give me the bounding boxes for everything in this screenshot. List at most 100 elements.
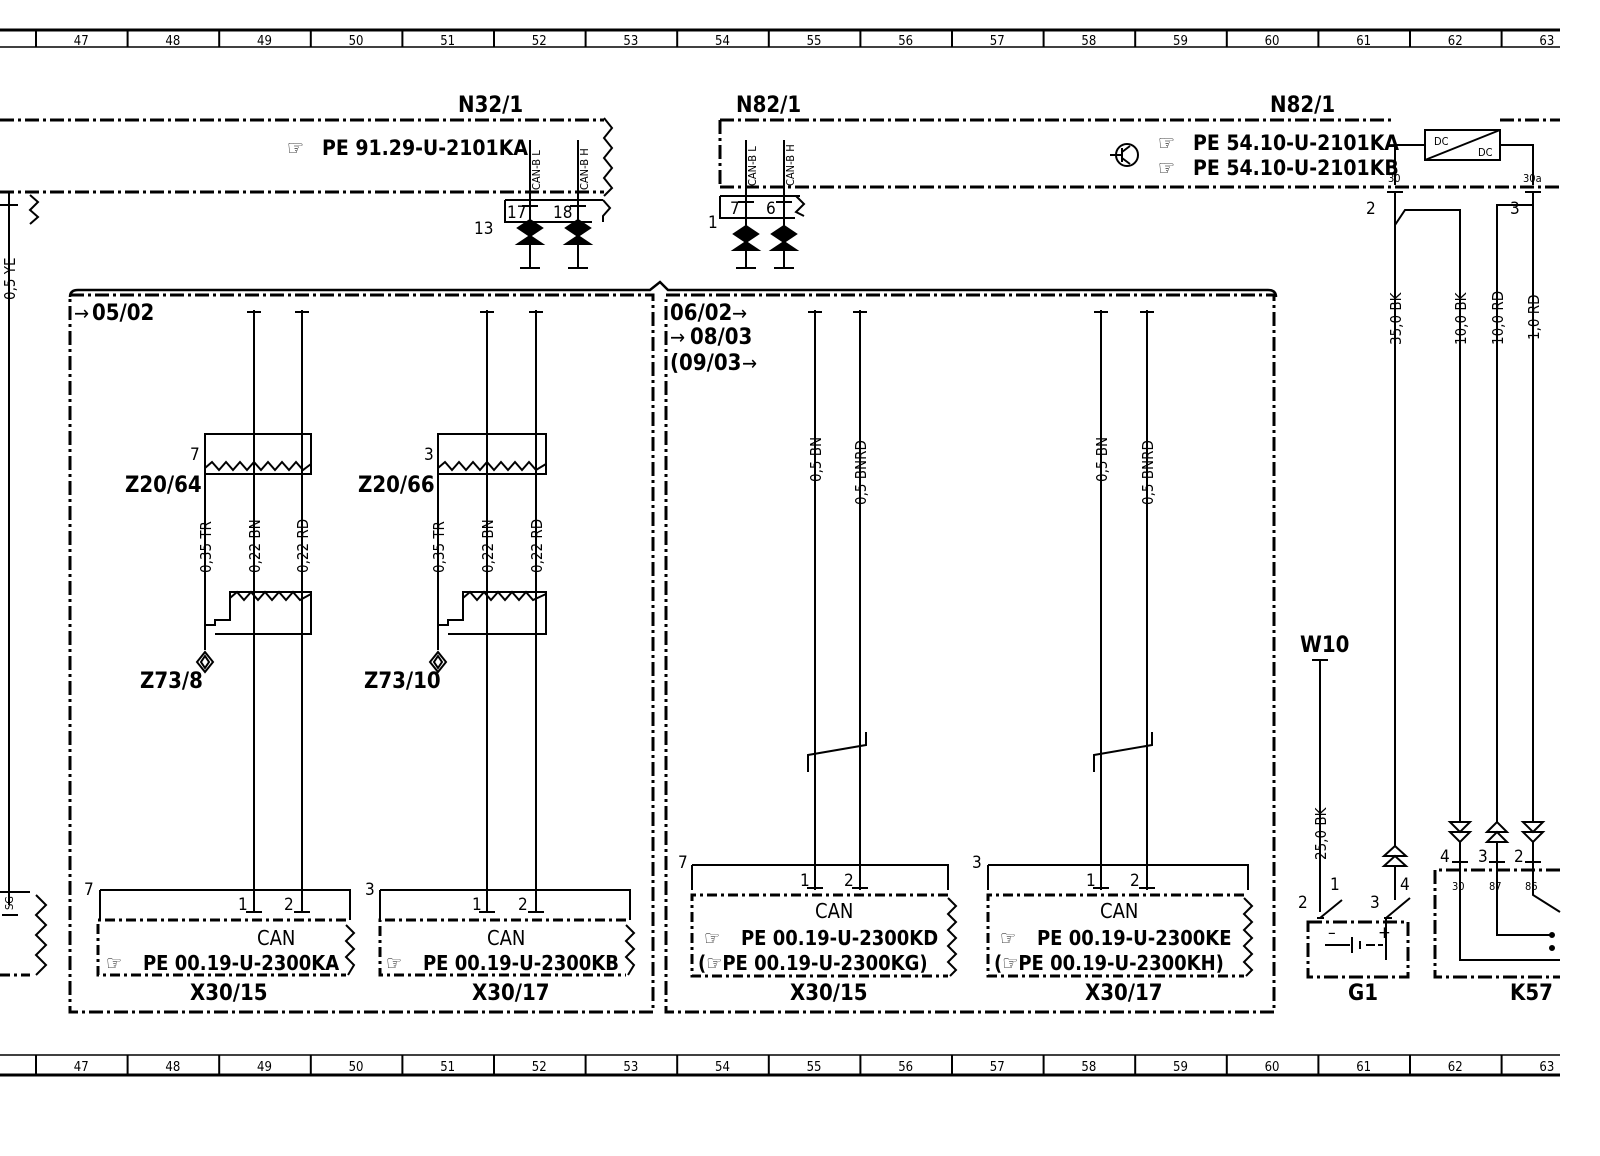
ref-n82-b: PE 54.10-U-2101KB	[1193, 156, 1399, 180]
n32-right-zigzag	[602, 117, 614, 197]
pin-18: 18	[553, 203, 572, 223]
grid-number: 63	[1539, 34, 1554, 49]
battery-plus: +	[1378, 923, 1391, 943]
grid-number: 51	[440, 1060, 455, 1075]
pin-2: 2	[1298, 893, 1308, 913]
grid-number: 48	[165, 1060, 180, 1075]
g1-battery	[1325, 918, 1387, 960]
grid-number: 60	[1265, 34, 1280, 49]
x30-15b-connector	[690, 893, 948, 978]
pin-3: 3	[365, 880, 375, 900]
pin-1: 1	[800, 871, 810, 891]
grid-number: 58	[1081, 34, 1096, 49]
grid-number: 56	[898, 1060, 913, 1075]
pin-7: 7	[190, 445, 200, 465]
label-n82-1-left: N82/1	[736, 93, 801, 118]
pin-30a: 30a	[1523, 172, 1542, 185]
ref-x30-15b-2: (☞PE 00.19-U-2300KG)	[698, 951, 928, 975]
x30-17b-connector	[986, 893, 1244, 978]
grid-number: 60	[1265, 1060, 1280, 1075]
x30-17a-connector	[378, 918, 626, 977]
pin-17: 17	[507, 203, 526, 223]
wire-label-bk35: 35,0 BK	[1387, 291, 1405, 345]
pin-2: 2	[518, 895, 528, 915]
grid-number: 50	[349, 1060, 364, 1075]
date-arrow: →	[742, 351, 757, 375]
wire-label-rd10: 10,0 RD	[1489, 291, 1507, 345]
label-n32-1: N32/1	[458, 93, 523, 118]
top-grid-strip	[0, 28, 1560, 48]
pin-1: 1	[1330, 875, 1340, 895]
wire-label-bn: 0,22 BN	[479, 519, 497, 573]
wire-label-bn05: 0,5 BN	[807, 437, 825, 482]
label-x30-15-left: X30/15	[190, 981, 268, 1006]
pin-7: 7	[678, 853, 688, 873]
label-z20-66: Z20/66	[358, 473, 435, 498]
can-label: CAN	[815, 899, 853, 923]
grid-number: 56	[898, 34, 913, 49]
pin-4: 4	[1400, 875, 1410, 895]
pin-6: 6	[766, 199, 776, 219]
grid-number: 62	[1448, 34, 1463, 49]
hand-pointer-icon: ☞	[106, 951, 122, 975]
grid-number: 51	[440, 34, 455, 49]
pin-7: 7	[730, 199, 740, 219]
date-right-3: (09/03	[670, 351, 741, 376]
grid-number: 58	[1081, 1060, 1096, 1075]
pin-7: 7	[84, 880, 94, 900]
z73-10-splice	[428, 650, 448, 674]
wire-label-tr: 0,35 TR	[430, 521, 448, 573]
hand-pointer-icon: ☞	[1158, 156, 1175, 180]
grid-number: 52	[532, 34, 547, 49]
date-arrow: →	[74, 301, 89, 325]
can-b-h-label: CAN-B H	[784, 144, 797, 186]
hand-pointer-icon: ☞	[704, 926, 720, 950]
grid-number: 59	[1173, 34, 1188, 49]
grid-number: 57	[990, 1060, 1005, 1075]
wire-label-bn: 0,22 BN	[246, 519, 264, 573]
can-label: CAN	[257, 926, 295, 950]
pin-1: 1	[472, 895, 482, 915]
wire-label-tr: 0,35 TR	[197, 521, 215, 573]
label-x30-17-left: X30/17	[472, 981, 550, 1006]
grid-number: 55	[807, 34, 822, 49]
grid-number: 49	[257, 1060, 272, 1075]
grid-number: 50	[349, 34, 364, 49]
hand-pointer-icon: ☞	[287, 136, 304, 160]
wire-label-ye: 0,5 YE	[1, 257, 19, 300]
pin-2: 2	[1366, 199, 1376, 219]
z20-64-shield	[204, 433, 312, 475]
grid-number: 53	[623, 34, 638, 49]
label-z20-64: Z20/64	[125, 473, 202, 498]
grid-number: 48	[165, 34, 180, 49]
dc-label: DC	[1478, 146, 1493, 159]
ref-x30-17a: PE 00.19-U-2300KB	[423, 951, 619, 975]
wire-label-rd1: 1,0 RD	[1525, 294, 1543, 340]
date-arrow: →	[732, 301, 747, 325]
ref-x30-15a: PE 00.19-U-2300KA	[143, 951, 339, 975]
label-w10: W10	[1300, 633, 1349, 658]
dc-label: DC	[1434, 135, 1449, 148]
x30-15a-connector	[96, 918, 346, 977]
pin-86: 86	[1525, 880, 1538, 893]
pin-87: 87	[1489, 880, 1502, 893]
label-z73-8: Z73/8	[140, 669, 203, 694]
z73-8-splice	[195, 650, 215, 674]
left-zigzag	[34, 894, 48, 976]
pin-3: 3	[1478, 847, 1488, 867]
pin-2: 2	[1130, 871, 1140, 891]
ref-n82-a: PE 54.10-U-2101KA	[1193, 131, 1399, 155]
pin-3: 3	[424, 445, 434, 465]
can-label: CAN	[1100, 899, 1138, 923]
grid-number: 47	[74, 1060, 89, 1075]
module-frame-right	[664, 293, 1276, 1014]
z20-66-shield	[437, 433, 547, 475]
pin-1: 1	[708, 213, 718, 233]
grid-number: 57	[990, 34, 1005, 49]
g1-frame	[1306, 920, 1410, 979]
date-arrow: →	[670, 325, 685, 349]
label-k57: K57	[1510, 981, 1553, 1006]
grid-number: 47	[74, 34, 89, 49]
pin-2: 2	[284, 895, 294, 915]
